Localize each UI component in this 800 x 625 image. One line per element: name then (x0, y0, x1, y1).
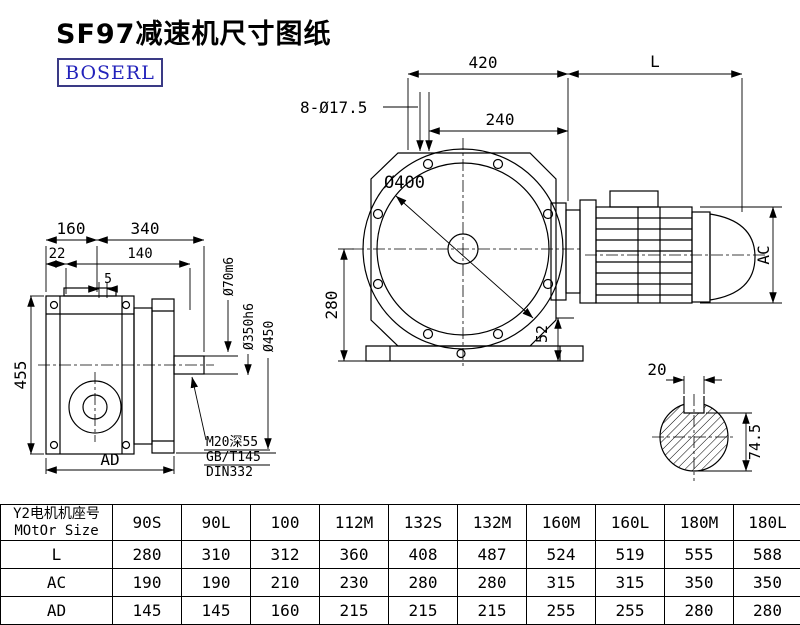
table-header-row: Y2电机机座号 MOtOr Size 90S 90L 100 112M 132S… (0, 504, 800, 541)
table-row-AD: AD 145 145 160 215 215 215 255 255 280 2… (0, 596, 800, 625)
note-gb-label: GB/T145 (206, 450, 261, 465)
table-cell: 315 (526, 568, 596, 597)
table-header-cell: 132S (388, 504, 458, 541)
dim-l-label: L (650, 52, 660, 71)
dim-20-label: 20 (647, 360, 666, 379)
table-cell: 350 (664, 568, 734, 597)
table-cell: 210 (250, 568, 320, 597)
table-cell: 280 (388, 568, 458, 597)
technical-drawing: 160 340 22 140 5 455 AD Ø70m6 Ø350h6 Ø45… (11, 52, 782, 481)
table-cell: 280 (112, 540, 182, 569)
table-cell: 519 (595, 540, 665, 569)
table-row-L: L 280 310 312 360 408 487 524 519 555 58… (0, 540, 800, 569)
dim-22-label: 22 (49, 246, 66, 262)
dim-240-label: 240 (486, 110, 515, 129)
dia-400-label: Ø400 (384, 173, 425, 193)
header-cn: Y2电机机座号 (13, 505, 100, 522)
table-cell: 190 (112, 568, 182, 597)
table-header-cell: 100 (250, 504, 320, 541)
dim-280-label: 280 (322, 291, 341, 320)
table-cell: 280 (457, 568, 527, 597)
table-header-cell: 180L (733, 504, 800, 541)
note-m20-label: M20深55 (206, 435, 258, 450)
table-cell: 255 (526, 596, 596, 625)
table-cell: 408 (388, 540, 458, 569)
table-cell: 215 (319, 596, 389, 625)
dia-350h6-label: Ø350h6 (242, 303, 257, 350)
table-cell: 215 (457, 596, 527, 625)
page-title: SF97减速机尺寸图纸 (56, 19, 332, 50)
row-label: L (0, 540, 113, 569)
table-cell: 310 (181, 540, 251, 569)
table-cell: 230 (319, 568, 389, 597)
table-cell: 360 (319, 540, 389, 569)
table-cell: 280 (733, 596, 800, 625)
table-header-cell: 180M (664, 504, 734, 541)
table-cell: 350 (733, 568, 800, 597)
table-cell: 487 (457, 540, 527, 569)
dim-ac-label: AC (754, 245, 773, 264)
dim-52-label: 52 (533, 325, 551, 343)
dim-ad-label: AD (100, 450, 119, 469)
table-cell: 255 (595, 596, 665, 625)
row-label: AD (0, 596, 113, 625)
table-cell: 215 (388, 596, 458, 625)
dimension-lines (27, 70, 782, 474)
table-cell: 190 (181, 568, 251, 597)
holes-callout-label: 8-Ø17.5 (300, 98, 367, 117)
dim-140-label: 140 (127, 246, 152, 262)
dia-450-label: Ø450 (262, 321, 277, 352)
dim-745-label: 74.5 (746, 424, 764, 460)
dim-340-label: 340 (131, 219, 160, 238)
side-view-geometry (45, 287, 205, 455)
dim-420-label: 420 (469, 53, 498, 72)
dia-70m6-label: Ø70m6 (222, 257, 237, 296)
table-cell: 145 (181, 596, 251, 625)
table-header-cell: 90L (181, 504, 251, 541)
table-row-AC: AC 190 190 210 230 280 280 315 315 350 3… (0, 568, 800, 597)
dimension-labels: 160 340 22 140 5 455 AD Ø70m6 Ø350h6 Ø45… (11, 52, 773, 480)
table-cell: 145 (112, 596, 182, 625)
table-cell: 312 (250, 540, 320, 569)
motor-size-table: Y2电机机座号 MOtOr Size 90S 90L 100 112M 132S… (0, 504, 800, 625)
table-cell: 555 (664, 540, 734, 569)
table-cell: 160 (250, 596, 320, 625)
table-cell: 524 (526, 540, 596, 569)
table-header-cell: 90S (112, 504, 182, 541)
row-label: AC (0, 568, 113, 597)
header-en: MOtOr Size (14, 522, 99, 539)
table-cell: 315 (595, 568, 665, 597)
note-din-label: DIN332 (206, 465, 253, 480)
dim-455-label: 455 (11, 361, 30, 390)
dim-5-label: 5 (104, 272, 112, 287)
table-header-cell: 160M (526, 504, 596, 541)
table-header-motor-size: Y2电机机座号 MOtOr Size (0, 504, 113, 541)
table-header-cell: 112M (319, 504, 389, 541)
table-cell: 588 (733, 540, 800, 569)
table-cell: 280 (664, 596, 734, 625)
dim-160-label: 160 (57, 219, 86, 238)
motor-geometry (550, 190, 756, 304)
boserl-logo: BOSERL (57, 58, 163, 87)
table-header-cell: 132M (457, 504, 527, 541)
table-header-cell: 160L (595, 504, 665, 541)
